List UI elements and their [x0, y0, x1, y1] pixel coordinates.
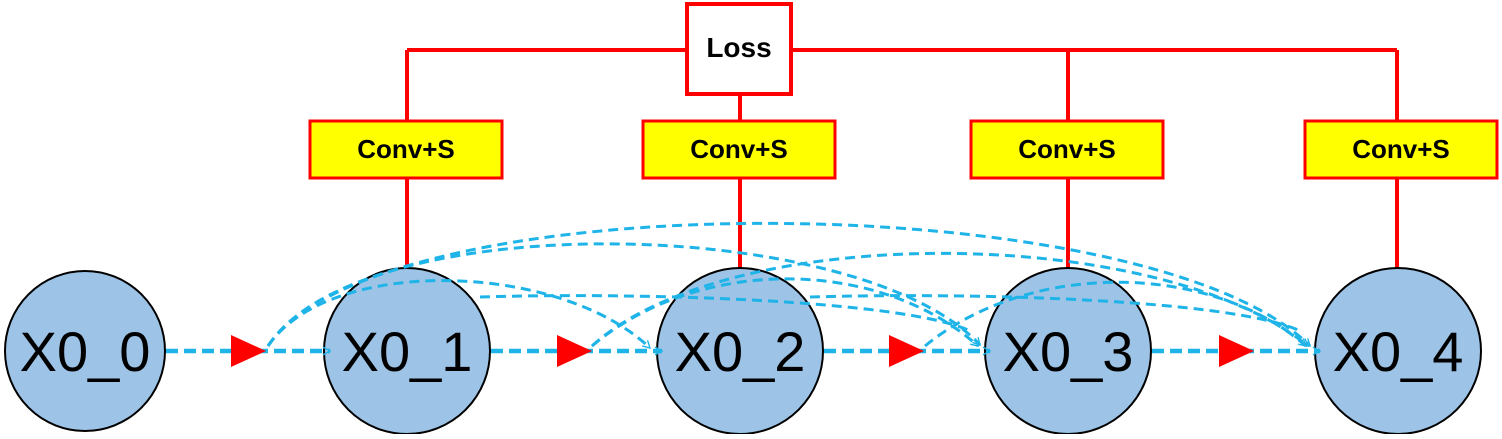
merge-marker-2: [557, 335, 592, 367]
head-x0-2: Conv+S: [641, 119, 837, 180]
supervision-lines: [405, 48, 1399, 268]
merge-markers: [231, 335, 1254, 367]
loss-label: Loss: [706, 32, 771, 63]
node-x0-2: X0_2: [656, 267, 824, 435]
node-x0-4: X0_4: [1314, 267, 1482, 435]
head-x0-4: Conv+S: [1303, 119, 1499, 180]
head-x0-1: Conv+S: [308, 119, 504, 180]
node-x0-0: X0_0: [4, 270, 166, 432]
node-label-x0-4: X0_4: [1333, 320, 1464, 383]
node-label-x0-2: X0_2: [675, 320, 806, 383]
head-label-x0-2: Conv+S: [690, 134, 788, 164]
head-label-x0-1: Conv+S: [357, 134, 455, 164]
node-label-x0-3: X0_3: [1003, 320, 1134, 383]
loss-bus-left: [405, 48, 687, 121]
node-x0-1: X0_1: [323, 267, 491, 435]
skip-x0-2-down-branch: [809, 294, 1299, 332]
node-label-x0-0: X0_0: [20, 320, 151, 383]
merge-marker-1: [231, 335, 266, 367]
head-label-x0-3: Conv+S: [1018, 134, 1116, 164]
head-x0-3: Conv+S: [969, 119, 1165, 180]
node-x0-3: X0_3: [984, 267, 1152, 435]
skip-connections: [266, 221, 1312, 350]
skip-x0-1-down-branch: [479, 294, 969, 332]
skip-x0-1-to-x0-4: [590, 251, 1308, 348]
merge-marker-3: [889, 335, 924, 367]
head-label-x0-4: Conv+S: [1352, 134, 1450, 164]
loss-box: Loss: [685, 2, 793, 96]
skip-x0-0-to-x0-4: [266, 221, 1312, 348]
node-label-x0-1: X0_1: [342, 320, 473, 383]
skip-x0-2-to-x0-4: [924, 280, 1306, 348]
skip-x0-0-to-x0-2: [266, 279, 650, 350]
merge-marker-4: [1219, 335, 1254, 367]
loss-bus-right: [792, 48, 1399, 121]
